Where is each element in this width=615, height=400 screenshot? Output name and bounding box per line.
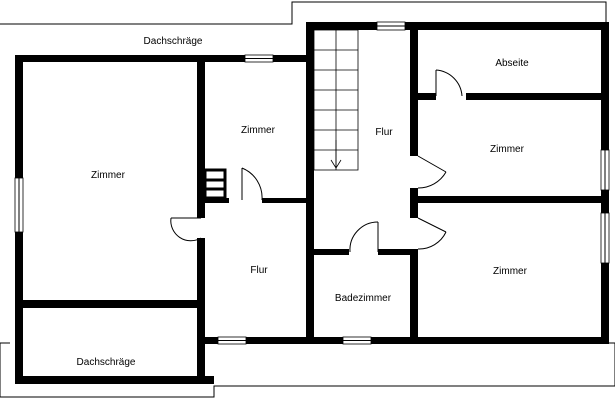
closet — [203, 168, 227, 200]
label-zimmer-right-lower: Zimmer — [493, 266, 528, 277]
label-abseite: Abseite — [495, 58, 529, 69]
label-flur-lower: Flur — [250, 265, 268, 276]
staircase — [313, 29, 359, 171]
label-dachschraege-top: Dachschräge — [144, 36, 203, 47]
walls — [15, 22, 609, 384]
label-dachschraege-bottom: Dachschräge — [77, 357, 136, 368]
doors — [170, 69, 463, 253]
windows — [14, 21, 610, 345]
label-zimmer-center: Zimmer — [241, 125, 276, 136]
room-labels: Dachschräge Zimmer Zimmer Flur Abseite Z… — [77, 36, 530, 368]
label-zimmer-right-upper: Zimmer — [490, 144, 525, 155]
label-flur-upper: Flur — [375, 127, 393, 138]
label-zimmer-large: Zimmer — [91, 170, 126, 181]
label-badezimmer: Badezimmer — [335, 293, 392, 304]
